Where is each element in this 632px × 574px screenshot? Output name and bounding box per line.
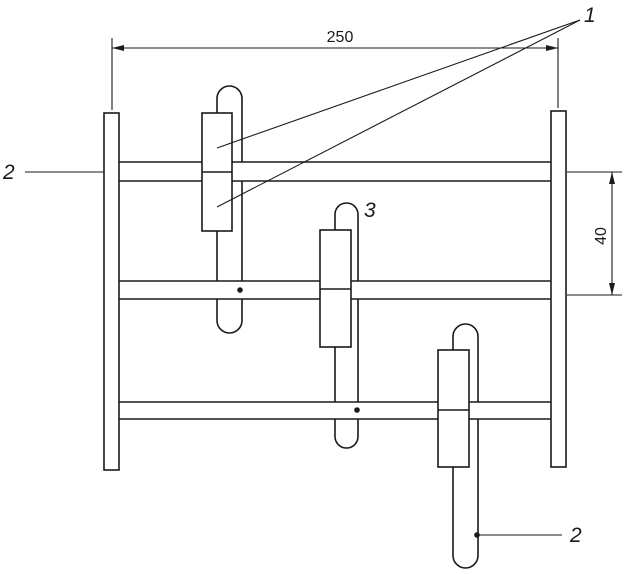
- contact-dot-1: [237, 287, 243, 293]
- callout-2-left: 2: [2, 161, 15, 184]
- sleeve-3: [437, 349, 470, 468]
- rail-top: [119, 161, 551, 182]
- spacing-dimension-label: 40: [593, 227, 610, 245]
- leader-1b: [216, 19, 581, 208]
- spacing-dimension: [567, 171, 622, 296]
- callout-1: 1: [584, 4, 596, 27]
- callout-3: 3: [364, 199, 376, 222]
- width-dimension-label: 250: [327, 29, 354, 46]
- sleeve-1: [201, 112, 233, 232]
- sleeve-2: [319, 229, 352, 348]
- left-plate: [103, 112, 120, 471]
- contact-dot-2: [354, 407, 360, 413]
- rail-bottom: [119, 401, 551, 420]
- leader-1a: [216, 19, 581, 149]
- width-dimension: [111, 38, 559, 110]
- right-plate: [550, 110, 567, 468]
- callout-2-bottom: 2: [569, 524, 582, 547]
